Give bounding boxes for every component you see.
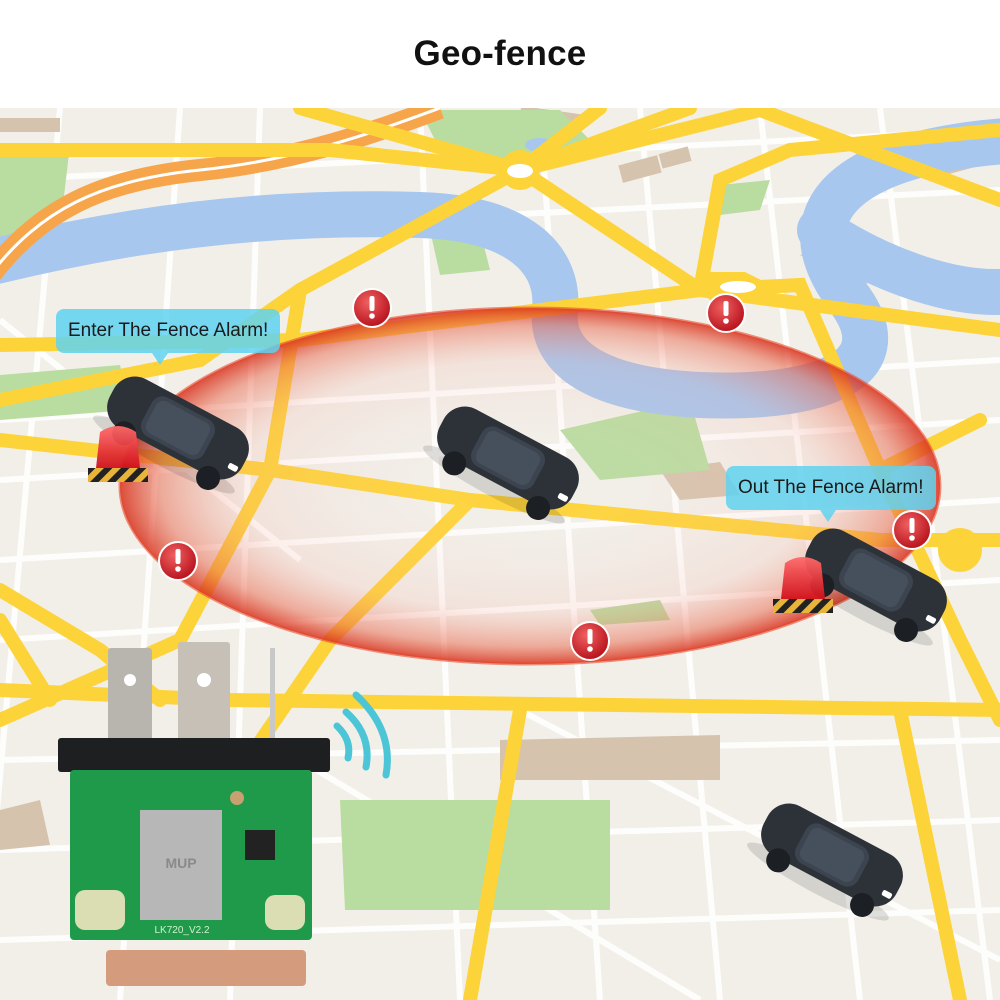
- enter-fence-alarm-label: Enter The Fence Alarm!: [68, 320, 269, 341]
- svg-text:LK720_V2.2: LK720_V2.2: [154, 925, 209, 936]
- enter-fence-alarm-bubble: Enter The Fence Alarm!: [56, 309, 281, 365]
- alarm-beacons: [88, 426, 833, 613]
- page-title: Geo-fence: [413, 34, 587, 73]
- map-graphic: MUP LK720_V2.2: [0, 108, 1000, 1000]
- out-fence-alarm-label: Out The Fence Alarm!: [738, 477, 924, 498]
- cars: [93, 376, 947, 921]
- signal-waves: [333, 691, 391, 779]
- out-fence-alarm-bubble: Out The Fence Alarm!: [726, 466, 936, 522]
- gps-tracker-device: MUP LK720_V2.2: [58, 642, 330, 986]
- city-map: MUP LK720_V2.2 Enter The Fence Alarm! Ou…: [0, 108, 1000, 1000]
- alert-pins: [158, 288, 932, 661]
- svg-text:MUP: MUP: [165, 855, 196, 871]
